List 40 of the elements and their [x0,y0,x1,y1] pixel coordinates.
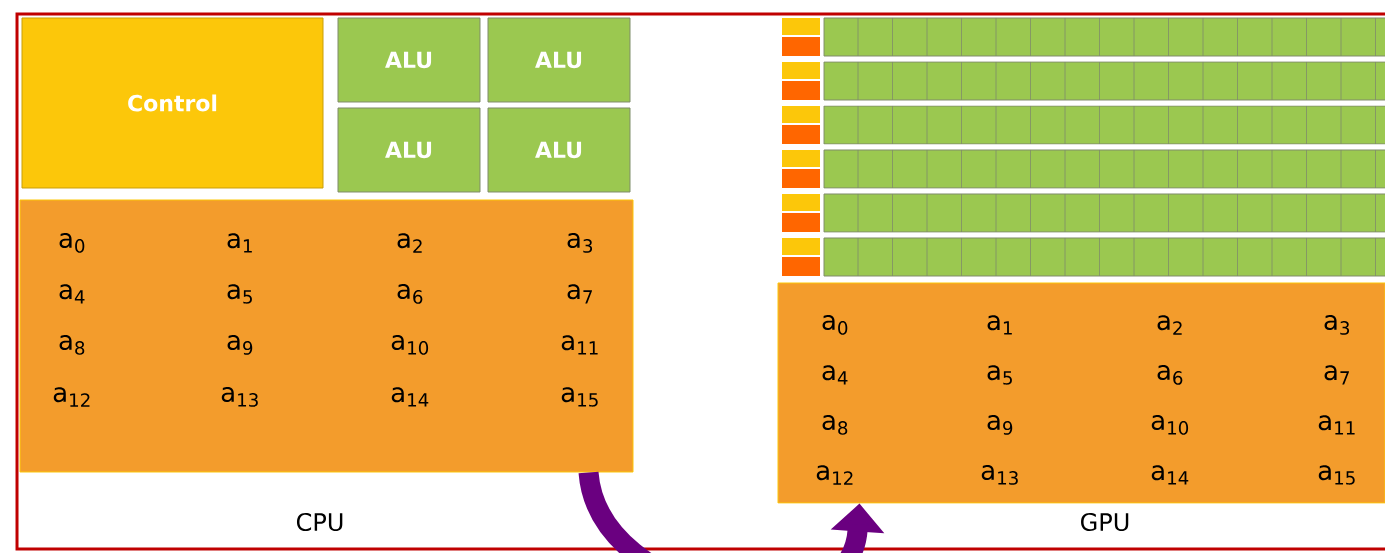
array-element: a$_{3}$ [567,233,593,253]
array-element: a$_{11}$ [1318,415,1355,435]
array-element: a$_{4}$ [59,284,85,304]
array-element: a$_{13}$ [981,465,1018,485]
array-element: a$_{1}$ [227,233,252,253]
array-element: a$_{12}$ [816,465,853,485]
array-element: a$_{13}$ [221,387,258,407]
array-element: a$_{12}$ [53,387,90,407]
array-element: a$_{14}$ [1151,465,1189,485]
array-element: a$_{10}$ [391,335,429,355]
memory-box [777,282,1385,504]
array-element: a$_{8}$ [822,415,848,435]
array-element: a$_{8}$ [59,335,85,355]
array-element: a$_{2}$ [1157,315,1182,335]
array-element: a$_{9}$ [227,335,253,355]
alu-box: ALU [487,107,631,193]
array-element: a$_{9}$ [987,415,1013,435]
array-element: a$_{10}$ [1151,415,1189,435]
alu-box: ALU [337,107,481,193]
array-element: a$_{15}$ [1318,465,1355,485]
alu-box: ALU [337,17,481,103]
array-element: a$_{0}$ [822,315,848,335]
chip-label: CPU [296,512,343,532]
array-element: a$_{5}$ [987,365,1012,385]
array-element: a$_{4}$ [822,365,848,385]
array-element: a$_{5}$ [227,284,252,304]
array-element: a$_{14}$ [391,387,429,407]
array-element: a$_{2}$ [397,233,422,253]
alu-box: ALU [487,17,631,103]
array-element: a$_{3}$ [1324,315,1350,335]
memory-box [19,199,634,473]
control-box: Control [21,17,324,189]
array-element: a$_{15}$ [561,387,598,407]
array-element: a$_{7}$ [567,284,592,304]
array-element: a$_{1}$ [987,315,1012,335]
array-element: a$_{0}$ [59,233,85,253]
array-element: a$_{6}$ [1157,365,1183,385]
array-element: a$_{11}$ [561,335,598,355]
array-element: a$_{7}$ [1324,365,1349,385]
array-element: a$_{6}$ [397,284,423,304]
